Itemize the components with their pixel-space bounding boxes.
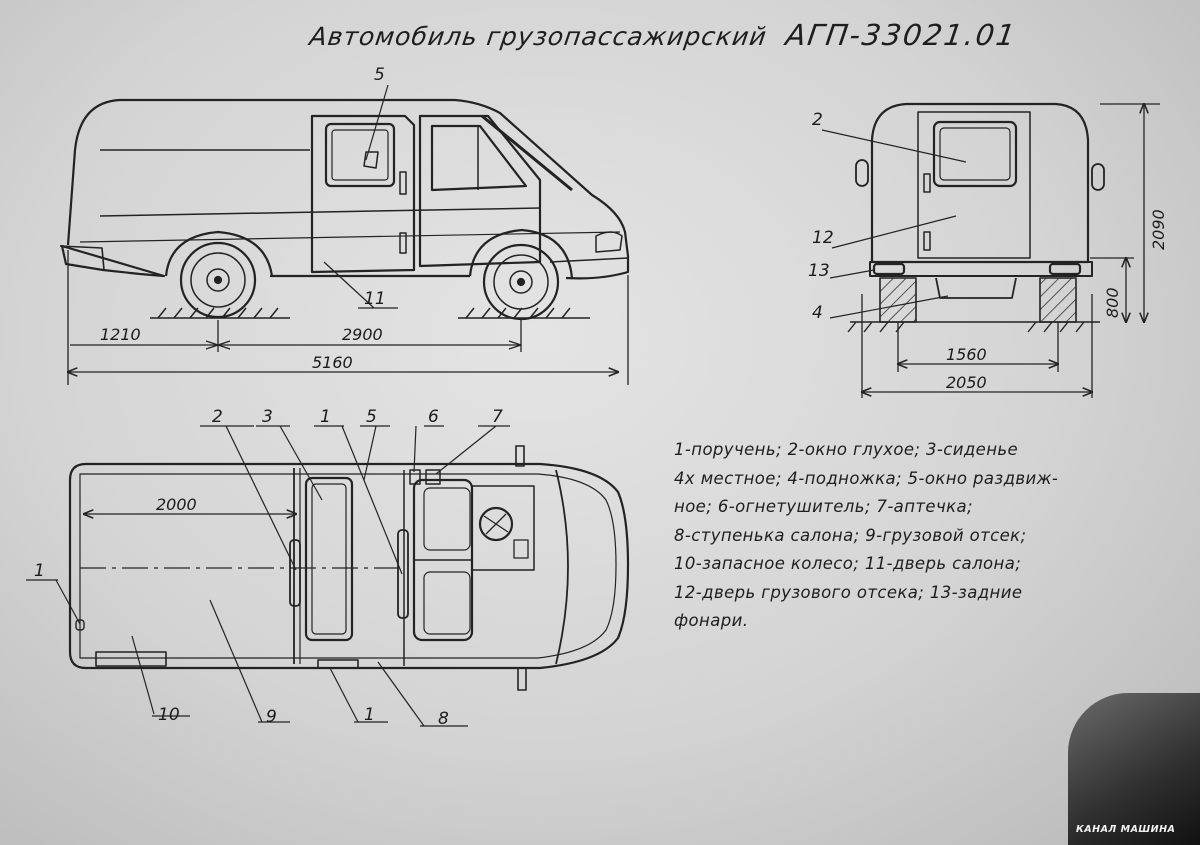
plan-callout-3: 3 [262,407,273,427]
extinguisher [409,469,421,485]
plan-callout-1-left: 1 [34,561,45,581]
side-body-outline [60,98,630,280]
ground-hatch [150,307,590,319]
rear-dimension-lines [862,104,1160,398]
plan-leaders [26,425,510,727]
dashboard [471,485,535,571]
side-door-outline [310,114,416,274]
legend-line: 12-дверь грузового отсека; 13-задние [674,582,1023,602]
legend-line: ное; 6-огнетушитель; 7-аптечка; [674,497,973,516]
rear-light-left [872,262,906,276]
legend-line: 1-поручень; 2-окно глухое; 3-сиденье [674,440,1019,459]
legend-line: 10-запасное колесо; 11-дверь салона; [674,554,1022,573]
dim-overall-height: 2090 [1149,209,1168,250]
callout-12-rear-door: 12 [812,228,834,248]
rear-wheel-left [879,277,917,323]
rear-view [821,102,1160,398]
plan-callout-2: 2 [212,407,223,427]
callout-5-window: 5 [374,65,385,85]
watermark-text: КАНАЛ МАШИНА [1076,824,1176,835]
rear-wheel [179,241,257,319]
first-aid-kit [425,469,441,485]
rear-leaders [821,129,967,319]
plan-body-outline [68,462,630,670]
rear-wheel-right [1039,277,1077,323]
rear-body-outline [870,102,1090,264]
cab-window [430,124,528,192]
front-wheel-arch [468,228,574,279]
dim-track: 1560 [946,345,987,364]
plan-callout-5: 5 [366,407,377,427]
leader-door [323,261,375,309]
callout-2-rear-window: 2 [812,110,823,130]
plan-callout-6: 6 [428,407,439,427]
spare-wheel [95,651,167,667]
rear-wheel-arch [164,230,274,277]
leader-window [365,84,389,161]
plan-callout-7: 7 [492,407,503,427]
steering-wheel [478,506,514,542]
legend-line: 8-ступенька салона; 9-грузовой отсек; [674,525,1027,545]
rear-step [935,277,1017,299]
plan-view [26,425,630,727]
cabin-step [317,659,359,669]
dim-overall-width: 2050 [946,373,987,392]
dim-cargo-length: 2000 [156,495,197,514]
callout-13-rear-lights: 13 [808,261,830,281]
plan-callout-1-bottom: 1 [364,705,375,725]
cab-door-outline [418,114,542,268]
callout-4-step: 4 [812,303,823,323]
handrail-left [289,539,301,607]
plan-callout-9: 9 [266,707,277,727]
watermark-photo: КАНАЛ МАШИНА [1068,693,1200,845]
dim-wheelbase: 2900 [342,325,383,344]
dim-floor-height: 800 [1103,287,1122,318]
legend-line: фонари. [674,611,749,630]
plan-callout-8: 8 [438,709,449,729]
side-view [59,84,630,385]
mirror-bottom [517,667,527,691]
legend-line: 4х местное; 4-подножка; 5-окно раздвиж- [674,468,1059,488]
side-dimension-lines [68,250,629,385]
handrail-right [397,529,409,619]
sliding-window [324,122,396,188]
plan-callout-1-top: 1 [320,407,331,427]
bench-seat [304,476,354,642]
dim-overall-length: 5160 [312,353,353,372]
mirror-top [515,445,525,467]
rear-light-right [1048,262,1082,276]
front-wheel [482,243,560,321]
rear-door-frame [917,111,1031,259]
dim-front-overhang: 1210 [100,325,141,344]
callout-11-door: 11 [364,289,386,309]
legend: 1-поручень; 2-окно глухое; 3-сиденье 4х … [674,436,1174,636]
plan-callout-10: 10 [158,705,180,725]
rear-window [932,120,1018,188]
